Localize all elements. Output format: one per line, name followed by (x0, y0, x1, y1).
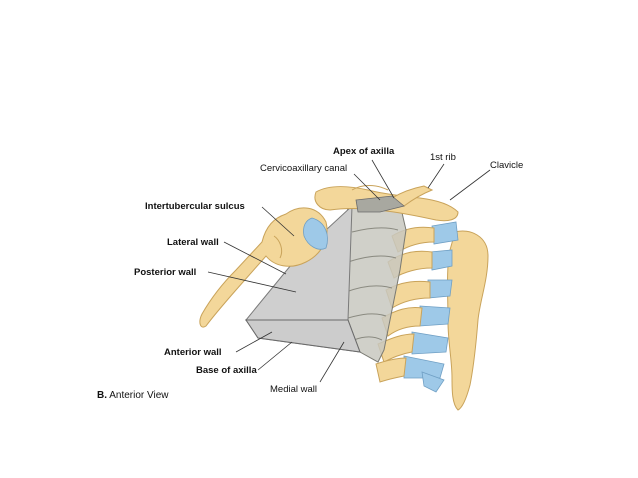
leader-lines (207, 159, 491, 383)
first-rib (391, 185, 434, 207)
caption-text: Anterior View (109, 390, 169, 401)
leader-intertubercular (261, 206, 295, 237)
leader-base (257, 341, 293, 371)
leader-lateral (223, 241, 287, 275)
label-clavicle: Clavicle (490, 160, 524, 171)
leader-medial (319, 341, 345, 383)
label-apex-of-axilla: Apex of axilla (333, 146, 395, 157)
sternum (447, 230, 489, 411)
leader-first-rib (427, 163, 445, 189)
label-medial-wall: Medial wall (270, 384, 317, 395)
leader-apex (371, 159, 395, 199)
leader-clavicle (449, 169, 491, 201)
label-lateral-wall: Lateral wall (167, 237, 219, 248)
label-first-rib: 1st rib (430, 152, 456, 163)
label-base-of-axilla: Base of axilla (196, 365, 257, 376)
label-posterior-wall: Posterior wall (134, 267, 197, 278)
leader-cervicoaxillary (353, 173, 381, 201)
anterior-wall (245, 319, 361, 353)
humerus (199, 207, 328, 328)
figure-caption: B. Anterior View (97, 390, 169, 401)
caption-letter: B. (97, 390, 107, 401)
label-intertubercular-sulcus: Intertubercular sulcus (145, 201, 245, 212)
leader-anterior (235, 331, 273, 353)
cervicoaxillary-canal (355, 195, 405, 213)
label-anterior-wall: Anterior wall (164, 347, 222, 358)
leader-posterior (207, 271, 297, 293)
label-cervicoaxillary-canal: Cervicoaxillary canal (260, 163, 348, 174)
